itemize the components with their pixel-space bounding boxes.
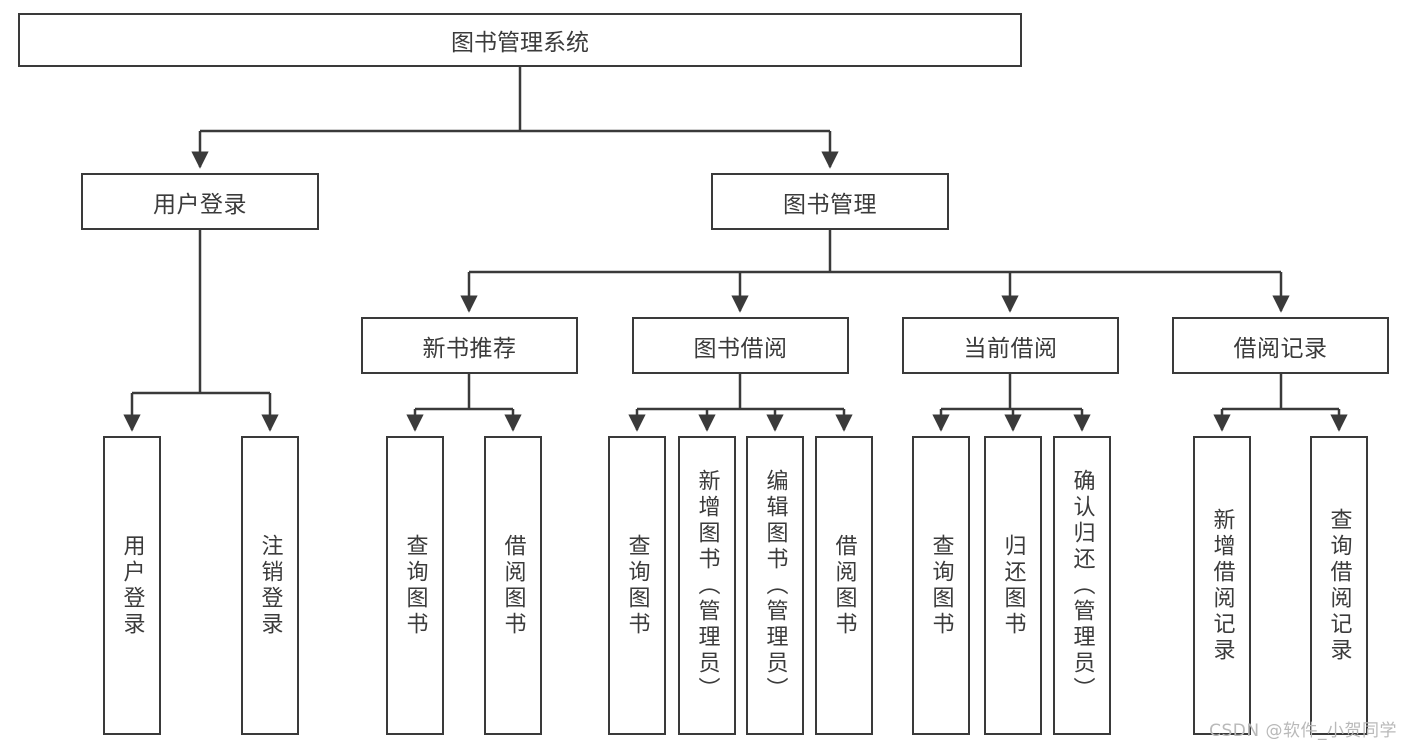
csdn-watermark: CSDN @软件_小贺同学 [1209, 721, 1397, 741]
node-borrow-record[interactable]: 借阅记录 [1172, 317, 1389, 374]
node-leaf-add-book[interactable]: 新增图书（管理员） [678, 436, 736, 735]
node-leaf-query-book-1[interactable]: 查询图书 [386, 436, 444, 735]
node-current-borrow[interactable]: 当前借阅 [902, 317, 1119, 374]
node-leaf-add-book-label: 新增图书（管理员） [694, 468, 720, 703]
node-leaf-query-book-2-label: 查询图书 [624, 533, 650, 638]
node-user-login-label: 用户登录 [153, 191, 247, 218]
node-leaf-logout-label: 注销登录 [257, 533, 283, 638]
node-book-manage-label: 图书管理 [783, 191, 877, 218]
node-leaf-return-book-label: 归还图书 [1000, 533, 1026, 638]
node-leaf-add-record[interactable]: 新增借阅记录 [1193, 436, 1251, 735]
node-new-book-rec-label: 新书推荐 [422, 335, 517, 362]
node-root[interactable]: 图书管理系统 [18, 13, 1022, 67]
node-root-label: 图书管理系统 [451, 30, 589, 56]
node-leaf-query-book-2[interactable]: 查询图书 [608, 436, 666, 735]
node-leaf-borrow-book-1[interactable]: 借阅图书 [484, 436, 542, 735]
node-leaf-add-record-label: 新增借阅记录 [1209, 507, 1235, 664]
node-leaf-query-record[interactable]: 查询借阅记录 [1310, 436, 1368, 735]
node-leaf-borrow-book-2-label: 借阅图书 [831, 533, 857, 638]
node-borrow-record-label: 借阅记录 [1233, 335, 1328, 362]
node-leaf-edit-book-label: 编辑图书（管理员） [762, 468, 788, 703]
node-leaf-query-record-label: 查询借阅记录 [1326, 507, 1352, 664]
node-leaf-logout[interactable]: 注销登录 [241, 436, 299, 735]
node-user-login[interactable]: 用户登录 [81, 173, 319, 230]
node-leaf-query-book-3-label: 查询图书 [928, 533, 954, 638]
node-leaf-return-book[interactable]: 归还图书 [984, 436, 1042, 735]
node-leaf-query-book-1-label: 查询图书 [402, 533, 428, 638]
node-new-book-rec[interactable]: 新书推荐 [361, 317, 578, 374]
node-leaf-user-login[interactable]: 用户登录 [103, 436, 161, 735]
node-book-borrow-label: 图书借阅 [693, 335, 788, 362]
node-leaf-query-book-3[interactable]: 查询图书 [912, 436, 970, 735]
node-leaf-confirm-return[interactable]: 确认归还（管理员） [1053, 436, 1111, 735]
node-current-borrow-label: 当前借阅 [963, 335, 1058, 362]
node-leaf-borrow-book-1-label: 借阅图书 [500, 533, 526, 638]
node-leaf-user-login-label: 用户登录 [119, 533, 145, 638]
node-leaf-borrow-book-2[interactable]: 借阅图书 [815, 436, 873, 735]
node-leaf-edit-book[interactable]: 编辑图书（管理员） [746, 436, 804, 735]
node-leaf-confirm-return-label: 确认归还（管理员） [1069, 468, 1095, 703]
node-book-borrow[interactable]: 图书借阅 [632, 317, 849, 374]
node-book-manage[interactable]: 图书管理 [711, 173, 949, 230]
